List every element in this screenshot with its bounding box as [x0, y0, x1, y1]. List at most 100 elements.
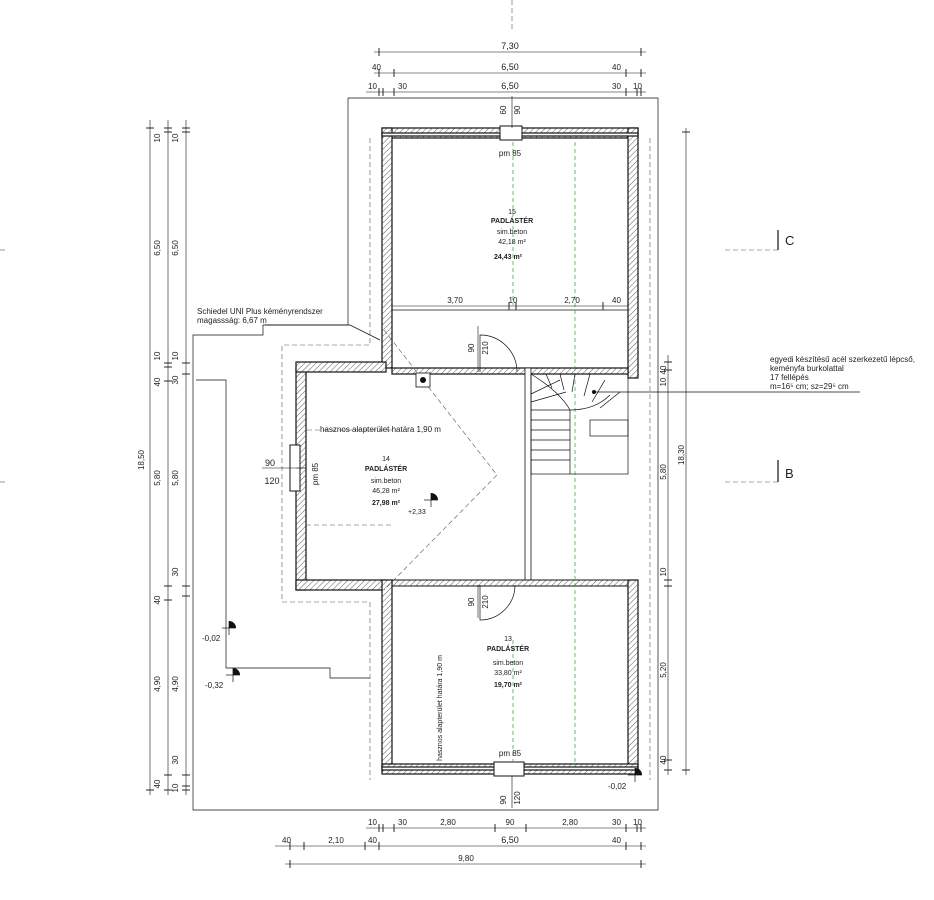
- useful-area-vertical: hasznos alapterület határa 1,90 m: [437, 655, 444, 761]
- dim-door-lower-0: 90: [467, 597, 476, 606]
- dim-left-total: 18,50: [137, 449, 146, 470]
- chimney-note-line2: magassság: 6,67 m: [197, 316, 267, 325]
- dim-bot-r1-0: 10: [368, 818, 377, 827]
- dim-top-r3-2: 6,50: [501, 81, 519, 91]
- dim-right-3: 10: [659, 567, 668, 576]
- room-finish: sim.beton: [371, 478, 401, 485]
- dim-bot-r1-1: 30: [398, 818, 407, 827]
- dim-bot-r2-1: 2,10: [328, 836, 344, 845]
- pm-bottom: pm 85: [499, 749, 522, 758]
- dim-left-b-8: 4,90: [171, 676, 180, 692]
- dim-left-a-5: 5,80: [153, 470, 162, 486]
- dim-door-upper-0: 90: [467, 343, 476, 352]
- dim-right-0: 40: [659, 365, 668, 374]
- dim-right-4: 5,20: [659, 662, 668, 678]
- dim-bot-r1-6: 10: [633, 818, 642, 827]
- dim-inner-3: 40: [612, 296, 621, 305]
- stair-note-line2: keményfa burkolattal: [770, 364, 844, 373]
- dim-left-a-7: 40: [153, 595, 162, 604]
- stair-note-line3: 17 fellépés: [770, 373, 809, 382]
- dim-bot-r2-3: 6,50: [501, 835, 519, 845]
- dim-bot-wall-1: 120: [513, 791, 522, 805]
- dim-top-r3-4: 10: [633, 82, 642, 91]
- level-233-label: +2,33: [408, 509, 426, 516]
- dim-left-b-1: 6,50: [171, 240, 180, 256]
- room-15-label: 15 PADLÁSTÉR sim.beton 42,18 m² 24,43 m²: [491, 209, 533, 261]
- chimney-leader: [265, 324, 381, 341]
- dim-bot-r2-2: 40: [368, 836, 377, 845]
- dim-left-a-6: 30: [171, 567, 180, 576]
- dim-bot-r1-4: 2,80: [562, 818, 578, 827]
- chimney-note-line1: Schiedel UNI Plus kéményrendszer: [197, 307, 323, 316]
- dim-left-a-0: 10: [153, 133, 162, 142]
- dim-bot-r1-2: 2,80: [440, 818, 456, 827]
- room-area: 46,28 m²: [372, 488, 400, 495]
- dim-window-left-0: 90: [265, 458, 275, 468]
- room-number: 15: [508, 209, 516, 216]
- room-name: PADLÁSTÉR: [365, 464, 407, 473]
- dim-lines-top: [366, 48, 646, 96]
- ridge-lines: [512, 142, 576, 762]
- dim-top-wall-0: 60: [499, 105, 508, 114]
- dim-left-a-1: 6,50: [153, 240, 162, 256]
- level-marker-002b: [628, 768, 642, 782]
- dim-bot-total: 9,80: [458, 854, 474, 863]
- dim-top-r3-0: 10: [368, 82, 377, 91]
- lower-wing-walls: [381, 579, 639, 777]
- dim-left-b-5: 5,80: [171, 470, 180, 486]
- middle-section-walls: [289, 361, 629, 591]
- room-14-label: 14 PADLÁSTÉR sim.beton 46,28 m² 27,98 m²: [365, 456, 407, 507]
- dim-bot-r1-5: 30: [612, 818, 621, 827]
- upper-wing-walls: [381, 125, 639, 379]
- level-002b-label: -0,02: [608, 782, 627, 791]
- stair-note-line4: m=16⁵ cm; sz=29⁵ cm: [770, 382, 849, 391]
- dim-inner-0: 3,70: [447, 296, 463, 305]
- dim-left-a-11: 10: [171, 783, 180, 792]
- dim-bot-r2-4: 40: [612, 836, 621, 845]
- room-net-area: 27,98 m²: [372, 500, 401, 507]
- dim-window-left-1: 120: [264, 476, 279, 486]
- pm-top: pm 85: [499, 149, 522, 158]
- dim-bot-r2-0: 40: [282, 836, 291, 845]
- dim-lines-left: [146, 120, 190, 795]
- dim-lines-right: [664, 128, 690, 775]
- useful-area-horizontal: hasznos alapterület határa 1,90 m: [320, 425, 441, 434]
- staircase: [530, 373, 735, 475]
- dim-top-wall-1: 90: [513, 105, 522, 114]
- dim-lines-bottom: [275, 824, 646, 868]
- level-markers: [222, 493, 642, 782]
- dim-left-a-3: 40: [153, 377, 162, 386]
- dim-top-r3-3: 30: [612, 82, 621, 91]
- section-b-label: B: [785, 466, 794, 481]
- chimney: [415, 372, 431, 388]
- section-marker-c: [725, 230, 779, 251]
- dim-right-5: 40: [659, 755, 668, 764]
- room-finish: sim.beton: [493, 660, 523, 667]
- dim-inner-2: 2,70: [564, 296, 580, 305]
- dim-top-r2-1: 6,50: [501, 62, 519, 72]
- door-swings: [479, 334, 518, 621]
- dim-left-b-0: 10: [171, 133, 180, 142]
- dim-bot-wall-0: 90: [499, 795, 508, 804]
- room-name: PADLÁSTÉR: [491, 216, 533, 225]
- dim-right-2: 5,80: [659, 464, 668, 480]
- dim-right-1: 10: [659, 377, 668, 386]
- dim-right-total: 18,30: [677, 444, 686, 465]
- level-002a-label: -0,02: [202, 634, 221, 643]
- dim-left-a-9: 30: [171, 755, 180, 764]
- room-name: PADLÁSTÉR: [487, 644, 529, 653]
- roof-projection-lines: [281, 138, 651, 780]
- stair-note-line1: egyedi készítésű acél szerkezetű lépcső,: [770, 355, 915, 364]
- room-net-area: 24,43 m²: [494, 254, 523, 261]
- dim-left-a-10: 40: [153, 779, 162, 788]
- dim-top-r2-2: 40: [612, 63, 621, 72]
- dim-top-total: 7,30: [501, 41, 519, 51]
- section-marker-b: [725, 460, 779, 483]
- dim-top-r3-1: 30: [398, 82, 407, 91]
- dim-bot-r1-3: 90: [506, 818, 515, 827]
- room-number: 14: [382, 456, 390, 463]
- level-marker-233: [424, 493, 438, 507]
- dim-left-b-2: 10: [171, 351, 180, 360]
- level-032-label: -0,32: [205, 681, 224, 690]
